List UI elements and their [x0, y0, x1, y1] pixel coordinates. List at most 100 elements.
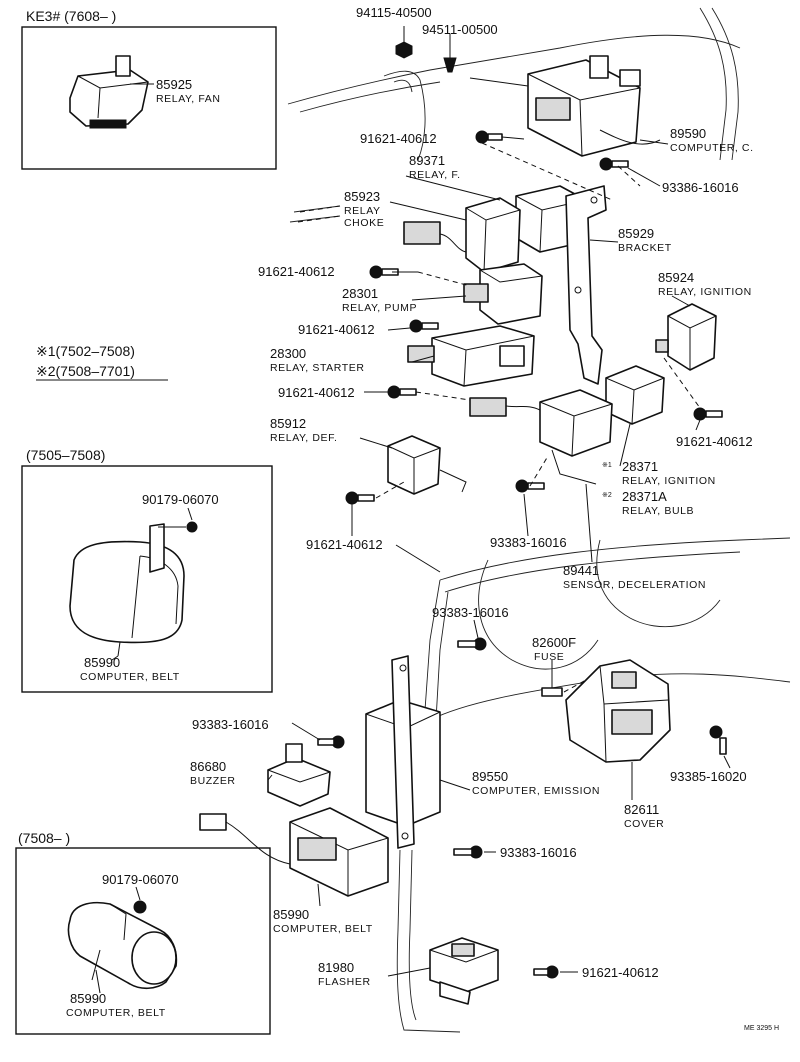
- relay-f-name: RELAY, F.: [409, 169, 461, 181]
- screw-93383-d-number: 93383-16016: [500, 845, 577, 860]
- relay-starter-name: RELAY, STARTER: [270, 362, 365, 374]
- cover-drawing: [565, 659, 671, 763]
- inset-ke3-title: KE3# (7608– ): [26, 8, 116, 24]
- relay-choke-name-1: RELAY: [344, 205, 381, 217]
- inset-box-7508: [15, 847, 271, 1035]
- relay-ignition-mid-drawing: [605, 365, 665, 425]
- screw-93385-number: 93385-16020: [670, 769, 747, 784]
- inset-7505-bolt-number: 90179-06070: [142, 492, 219, 507]
- relay-ignition-mid-mark: ※1: [602, 462, 612, 469]
- relay-ignition-top-drawing: [655, 303, 717, 371]
- screw-93385-drawing: [709, 725, 727, 755]
- relay-ignition-mid-name: RELAY, IGNITION: [622, 475, 716, 487]
- relay-choke-drawing: [403, 197, 521, 273]
- flasher-number: 81980: [318, 960, 354, 975]
- fuse-name: FUSE: [534, 651, 564, 663]
- legend-note-1: ※1(7502–7508): [36, 343, 135, 359]
- inset-7508-title: (7508– ): [18, 830, 70, 846]
- screw-93383-a-number: 93383-16016: [490, 535, 567, 550]
- fan-relay-part-name: RELAY, FAN: [156, 93, 221, 105]
- bolt-c-number: 91621-40612: [298, 322, 375, 337]
- nut-94115-drawing: [395, 26, 413, 59]
- computer-belt-main-name: COMPUTER, BELT: [273, 923, 373, 935]
- relay-def-drawing: [387, 435, 467, 495]
- computer-c-drawing: [469, 55, 661, 157]
- computer-belt-main-drawing: [199, 807, 389, 897]
- screw-93383-c-number: 93383-16016: [192, 717, 269, 732]
- inset-7505-part-name: COMPUTER, BELT: [80, 671, 180, 683]
- fuse-number: 82600F: [532, 635, 576, 650]
- bolt-c-drawing: [409, 319, 439, 333]
- buzzer-drawing: [267, 743, 331, 807]
- relay-ignition-mid-number: 28371: [622, 459, 658, 474]
- relay-def-name: RELAY, DEF.: [270, 432, 338, 444]
- relay-pump-drawing: [463, 263, 543, 325]
- inset-box-7505: [21, 465, 273, 693]
- relay-f-number: 89371: [409, 153, 445, 168]
- belt-computer-7505-drawing: [69, 521, 198, 657]
- sensor-decel-number: 89441: [563, 563, 599, 578]
- computer-belt-main-number: 85990: [273, 907, 309, 922]
- computer-c-name: COMPUTER, C.: [670, 142, 754, 154]
- bolt-b-number: 91621-40612: [258, 264, 335, 279]
- nut-94115-number: 94115-40500: [356, 5, 432, 20]
- bolt-a-drawing: [475, 130, 503, 144]
- buzzer-name: BUZZER: [190, 775, 236, 787]
- drawing-code: ME 3295 H: [744, 1025, 779, 1032]
- bracket-drawing: [565, 185, 607, 385]
- clip-94511-drawing: [443, 34, 457, 73]
- belt-computer-7508-drawing: [67, 900, 178, 990]
- screw-93383-d-drawing: [453, 845, 483, 859]
- bolt-f-number: 91621-40612: [676, 434, 753, 449]
- inset-7508-part-name: COMPUTER, BELT: [66, 1007, 166, 1019]
- relay-pump-name: RELAY, PUMP: [342, 302, 417, 314]
- screw-93386-drawing: [599, 157, 629, 171]
- relay-pump-number: 28301: [342, 286, 378, 301]
- flasher-drawing: [429, 937, 499, 1005]
- bolt-a-number: 91621-40612: [360, 131, 437, 146]
- computer-emission-drawing: [365, 655, 441, 849]
- clip-94511-number: 94511-00500: [422, 22, 498, 37]
- inset-7508-bolt-number: 90179-06070: [102, 872, 179, 887]
- screw-93383-b-drawing: [457, 637, 487, 651]
- screw-93383-b-number: 93383-16016: [432, 605, 509, 620]
- bolt-e-drawing: [345, 491, 375, 505]
- relay-bulb-number: 28371A: [622, 489, 667, 504]
- sensor-decel-drawing: [469, 389, 613, 485]
- fan-relay-part-number: 85925: [156, 77, 192, 92]
- computer-emission-number: 89550: [472, 769, 508, 784]
- inset-7505-part-number: 85990: [84, 655, 120, 670]
- computer-c-number: 89590: [670, 126, 706, 141]
- bolt-d-drawing: [387, 385, 417, 399]
- screw-93383-a-drawing: [515, 479, 545, 493]
- bracket-number: 85929: [618, 226, 654, 241]
- relay-choke-name-2: CHOKE: [344, 217, 384, 229]
- screw-93383-c-drawing: [317, 735, 345, 749]
- relay-bulb-name: RELAY, BULB: [622, 505, 694, 517]
- buzzer-number: 86680: [190, 759, 226, 774]
- screw-93386-number: 93386-16016: [662, 180, 739, 195]
- sensor-decel-name: SENSOR, DECELERATION: [563, 579, 706, 591]
- fan-relay-drawing: [69, 55, 154, 129]
- bolt-d-number: 91621-40612: [278, 385, 355, 400]
- relay-def-number: 85912: [270, 416, 306, 431]
- cover-name: COVER: [624, 818, 664, 830]
- computer-emission-name: COMPUTER, EMISSION: [472, 785, 600, 797]
- inset-7508-part-number: 85990: [70, 991, 106, 1006]
- relay-ignition-top-number: 85924: [658, 270, 694, 285]
- inset-box-ke3: [21, 26, 277, 170]
- cover-number: 82611: [624, 802, 659, 817]
- flasher-name: FLASHER: [318, 976, 371, 988]
- leader-lines: [95, 136, 731, 994]
- relay-starter-number: 28300: [270, 346, 306, 361]
- bolt-g-drawing: [533, 965, 559, 979]
- legend-note-2: ※2(7508–7701): [36, 363, 135, 379]
- relay-choke-number: 85923: [344, 189, 380, 204]
- bolt-f-drawing: [693, 407, 723, 421]
- bracket-name: BRACKET: [618, 242, 672, 254]
- bolt-g-number: 91621-40612: [582, 965, 659, 980]
- inset-7505-title: (7505–7508): [26, 447, 105, 463]
- relay-bulb-mark: ※2: [602, 492, 612, 499]
- fuse-drawing: [541, 672, 563, 697]
